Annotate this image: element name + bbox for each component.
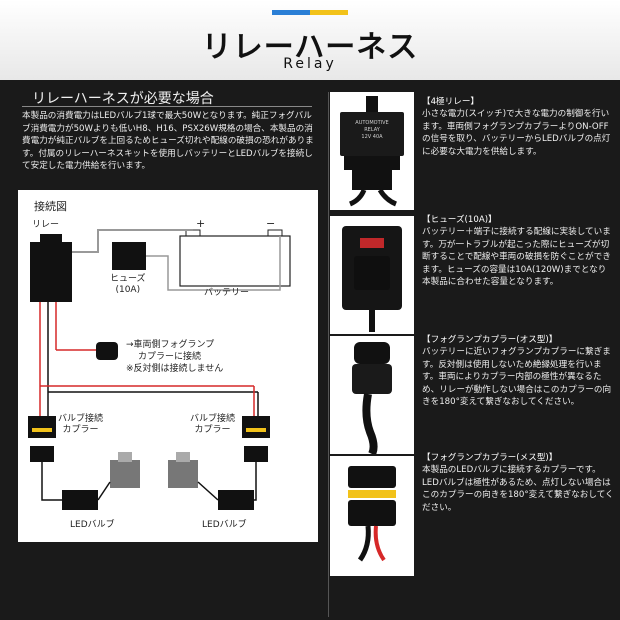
label-relay: リレー bbox=[32, 220, 60, 230]
relay-text-2: RELAY bbox=[364, 127, 380, 133]
section-underline bbox=[22, 106, 312, 107]
panel-relay-heading: 【4極リレー】 bbox=[422, 97, 480, 107]
section-title: リレーハーネスが必要な場合 bbox=[32, 91, 214, 107]
fuse-photo bbox=[330, 216, 414, 334]
vehicle-connector bbox=[96, 342, 118, 360]
panel-fuse-body: バッテリー＋端子に接続する配線に実装しています。万が一トラブルが起こった際にヒュ… bbox=[422, 227, 611, 288]
column-divider bbox=[328, 92, 329, 617]
header-banner: リレーハーネス Relay bbox=[0, 0, 620, 80]
label-fuse: ヒューズ (10A) bbox=[110, 274, 146, 295]
relay-text-3: 12V 40A bbox=[361, 134, 383, 140]
wiring-schematic bbox=[28, 229, 291, 510]
led-bulb-right bbox=[168, 460, 198, 488]
battery-outline bbox=[179, 235, 291, 287]
accent-bar-yellow bbox=[310, 10, 348, 15]
note-line-2: カプラーに接続 bbox=[138, 352, 202, 362]
panel-male-coupler: 【フォグランプカプラー(オス型)】 バッテリーに近いフォグランプカプラーに繋ぎま… bbox=[422, 334, 614, 408]
label-plus: + bbox=[196, 217, 206, 230]
fuse-block bbox=[112, 242, 146, 270]
wiring-diagram: 接続図 bbox=[18, 190, 318, 542]
note-line-1: →車両側フォグランプ bbox=[126, 340, 215, 350]
panel-relay-body: 小さな電力(スイッチ)で大きな電力の制御を行います。車両側フォグランプカプラーよ… bbox=[422, 109, 611, 157]
label-coupler-right: バルブ接続 カプラー bbox=[190, 414, 236, 435]
panel-male-coupler-heading: 【フォグランプカプラー(オス型)】 bbox=[422, 335, 558, 345]
intro-text: 本製品の消費電力はLEDバルブ1球で最大50Wとなります。純正フォグバルブ消費電… bbox=[22, 111, 314, 172]
label-led-right: LEDバルブ bbox=[202, 520, 247, 530]
page-subtitle: Relay bbox=[283, 56, 337, 72]
relay-block bbox=[30, 242, 72, 302]
label-coupler-left: バルブ接続 カプラー bbox=[58, 414, 104, 435]
panel-female-coupler-body: 本製品のLEDバルブに接続するカプラーです。LEDバルブは極性があるため、点灯し… bbox=[422, 465, 614, 513]
note-line-3: ※反対側は接続しません bbox=[126, 364, 224, 374]
label-led-left: LEDバルブ bbox=[70, 520, 115, 530]
panel-fuse: 【ヒューズ(10A)】 バッテリー＋端子に接続する配線に実装しています。万が一ト… bbox=[422, 214, 614, 288]
accent-bar-blue bbox=[272, 10, 310, 15]
label-battery: バッテリー bbox=[204, 288, 250, 298]
led-bulb-left bbox=[110, 460, 140, 488]
relay-text-1: AUTOMOTIVE bbox=[355, 120, 389, 126]
panel-female-coupler-heading: 【フォグランプカプラー(メス型)】 bbox=[422, 453, 558, 463]
panel-female-coupler: 【フォグランプカプラー(メス型)】 本製品のLEDバルブに接続するカプラーです。… bbox=[422, 452, 614, 514]
panel-fuse-heading: 【ヒューズ(10A)】 bbox=[422, 215, 497, 225]
coupler-left bbox=[28, 416, 56, 438]
coupler-right bbox=[242, 416, 270, 438]
female-coupler-photo bbox=[330, 456, 414, 576]
wire-battery-plus bbox=[72, 229, 193, 253]
panel-male-coupler-body: バッテリーに近いフォグランプカプラーに繋ぎます。反対側は使用しないため絶縁処理を… bbox=[422, 347, 612, 408]
label-minus: − bbox=[266, 217, 276, 230]
panel-relay: 【4極リレー】 小さな電力(スイッチ)で大きな電力の制御を行います。車両側フォグ… bbox=[422, 96, 614, 158]
relay-photo: AUTOMOTIVE RELAY 12V 40A bbox=[330, 92, 414, 210]
male-coupler-photo bbox=[330, 336, 414, 456]
page-title: リレーハーネス bbox=[201, 30, 419, 65]
diagram-title: 接続図 bbox=[34, 200, 67, 213]
